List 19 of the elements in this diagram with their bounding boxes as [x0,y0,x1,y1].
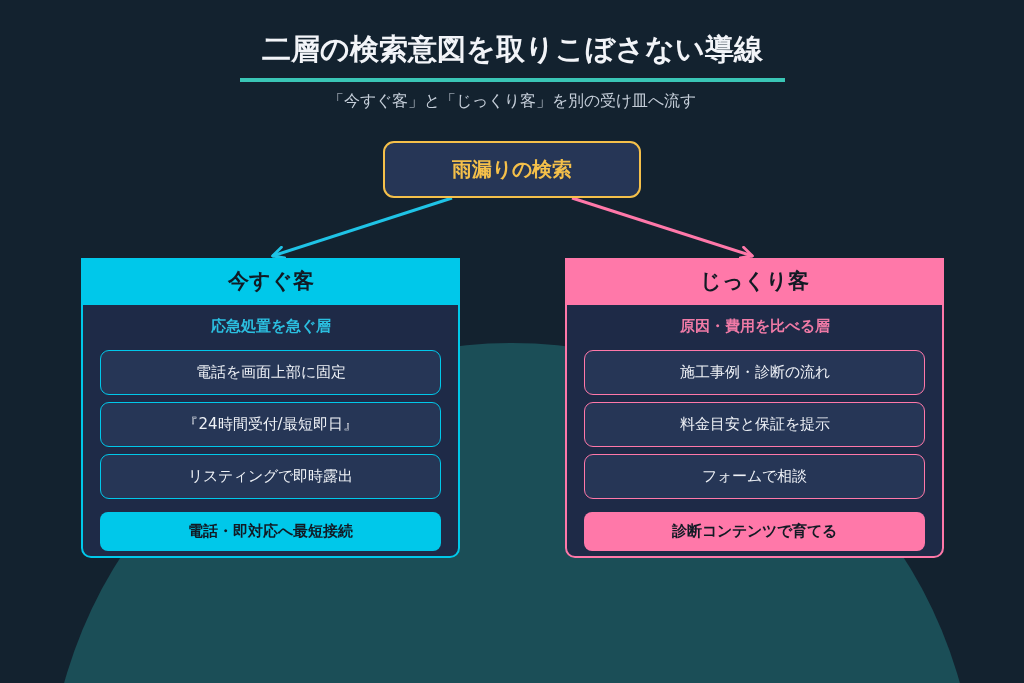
item-box: フォームで相談 [584,454,925,499]
panel-heading: 今すぐ客 [81,258,460,305]
action-box: 電話・即対応へ最短接続 [100,512,441,551]
segment-panel [565,258,944,558]
arrow [271,196,453,260]
item-box: 料金目安と保証を提示 [584,402,925,447]
search-box: 雨漏りの検索 [383,141,641,198]
subtitle: 「今すぐ客」と「じっくり客」を別の受け皿へ流す [328,91,696,110]
item-box: リスティングで即時露出 [100,454,441,499]
item-box: 施工事例・診断の流れ [584,350,925,395]
diagram-title: 二層の検索意図を取りこぼさない導線 [261,32,763,66]
panel-subtitle: 応急処置を急ぐ層 [209,317,332,336]
segment-panel [81,258,460,558]
item-box: 電話を画面上部に固定 [100,350,441,395]
arrow [571,196,754,260]
panel-subtitle: 原因・費用を比べる層 [678,317,831,336]
panel-heading: じっくり客 [565,258,944,305]
item-box: 『24時間受付/最短即日』 [100,402,441,447]
action-box: 診断コンテンツで育てる [584,512,925,551]
